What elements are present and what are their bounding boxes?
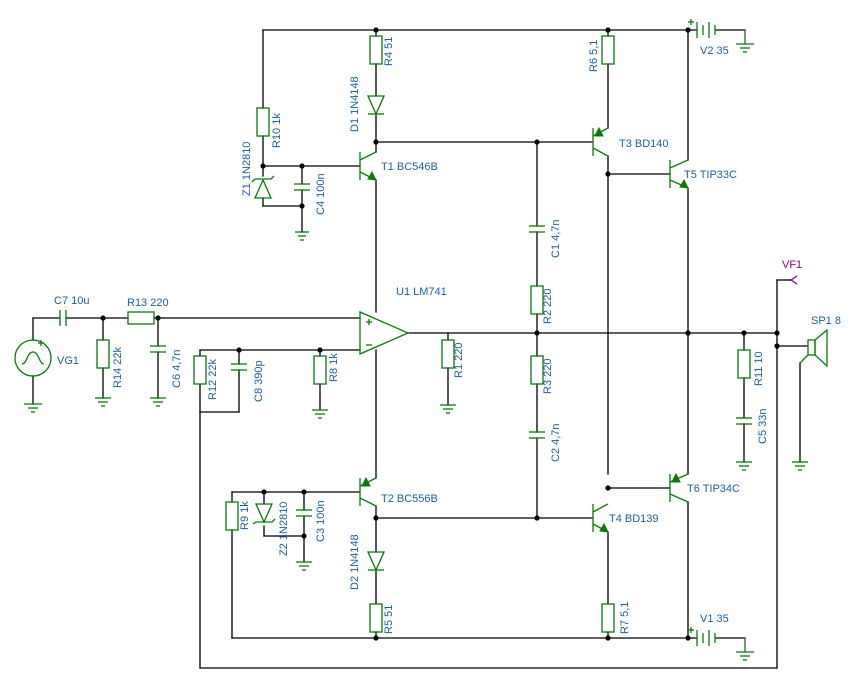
resistor-r5 — [369, 603, 383, 633]
transistors — [359, 126, 689, 533]
label-r3: R3 220 — [542, 359, 554, 394]
label-t1: T1 BC546B — [381, 161, 438, 173]
resistor-r3 — [530, 355, 544, 385]
label-c8: C8 390p — [253, 360, 265, 402]
label-r8: R8 1k — [328, 353, 340, 382]
resistor-r13 — [127, 311, 155, 325]
junction-dots — [100, 27, 780, 641]
label-t3: T3 BD140 — [619, 138, 669, 150]
label-t5: T5 TIP33C — [684, 169, 737, 181]
capacitor-c1 — [529, 225, 545, 233]
capacitor-c5 — [736, 417, 752, 425]
label-r9: R9 1k — [239, 501, 251, 530]
label-z2: Z2 1N2810 — [278, 502, 290, 556]
label-r4: R4 51 — [383, 37, 395, 66]
label-v2: V2 35 — [700, 45, 729, 57]
capacitor-c3 — [296, 509, 312, 517]
labels: R4 51 R6 5,1 V2 35 R10 1k D1 1N4148 T3 B… — [54, 37, 841, 634]
label-c1: C1 4,7n — [550, 219, 562, 258]
voltage-probe-vf1-icon — [790, 275, 798, 285]
label-c5: C5 33n — [757, 409, 769, 444]
ground-icon — [296, 561, 312, 571]
opamp-u1-icon — [359, 311, 410, 355]
transistor-t5-icon — [669, 159, 689, 189]
resistor-r12 — [193, 355, 207, 385]
label-c2: C2 4,7n — [550, 423, 562, 462]
label-r14: R14 22k — [112, 347, 124, 388]
capacitor-c2 — [529, 431, 545, 439]
resistors — [96, 35, 751, 633]
resistor-r14 — [96, 339, 110, 369]
zener-z2-icon — [252, 503, 276, 525]
transistor-t2-icon — [359, 476, 377, 507]
label-r13: R13 220 — [127, 297, 169, 309]
label-r12: R12 22k — [207, 359, 219, 400]
label-t6: T6 TIP34C — [687, 483, 740, 495]
transistor-t3-icon — [592, 126, 609, 157]
wires — [32, 29, 809, 669]
label-r11: R11 10 — [753, 351, 765, 386]
label-r10: R10 1k — [271, 113, 283, 148]
label-c6: C6 4,7n — [171, 349, 183, 388]
battery-v2-icon — [688, 19, 716, 38]
capacitor-c4 — [294, 183, 310, 191]
ground-icon — [312, 409, 328, 419]
transistor-t1-icon — [359, 151, 377, 181]
capacitor-c7 — [59, 310, 67, 326]
resistor-r11 — [737, 349, 751, 379]
ground-icon — [440, 404, 456, 414]
resistor-r1 — [441, 339, 455, 369]
ground-symbols — [24, 30, 808, 661]
label-u1: U1 LM741 — [396, 286, 447, 298]
label-r1: R1 220 — [453, 343, 465, 378]
label-d2: D2 1N4148 — [349, 534, 361, 590]
zener-z1-icon — [251, 175, 275, 199]
diode-d1-icon — [366, 95, 386, 116]
transistor-t6-icon — [669, 472, 689, 503]
ground-icon — [295, 231, 309, 241]
diode-d2-icon — [366, 551, 386, 572]
resistor-r8 — [313, 355, 327, 385]
label-r5: R5 51 — [383, 605, 395, 634]
label-t2: T2 BC556B — [381, 493, 438, 505]
ground-icon — [24, 403, 42, 413]
ground-icon — [150, 397, 166, 407]
capacitor-c8 — [231, 363, 247, 371]
transistor-t4-icon — [592, 503, 609, 533]
resistor-r4 — [369, 35, 383, 65]
label-sp1: SP1 8 — [811, 315, 841, 327]
ground-icon — [792, 461, 808, 471]
capacitors — [59, 183, 752, 517]
label-r7: R7 5,1 — [619, 602, 631, 634]
label-t4: T4 BD139 — [609, 513, 659, 525]
label-r6: R6 5,1 — [588, 40, 600, 72]
label-vf1: VF1 — [782, 259, 802, 271]
ground-icon — [736, 638, 754, 661]
battery-v1-icon — [688, 627, 716, 646]
label-z1: Z1 1N2810 — [241, 142, 253, 196]
diodes — [251, 95, 386, 572]
label-vg1: VG1 — [57, 355, 79, 367]
label-c7: C7 10u — [54, 295, 89, 307]
ground-icon — [95, 397, 111, 407]
signal-source-vg1-icon — [14, 339, 52, 377]
label-c3: C3 100n — [315, 500, 327, 542]
resistor-r7 — [601, 603, 615, 633]
ground-icon — [736, 30, 754, 53]
resistor-r2 — [530, 285, 544, 315]
label-d1: D1 1N4148 — [349, 76, 361, 132]
resistor-r6 — [601, 35, 615, 65]
ground-icon — [736, 461, 752, 471]
speaker-sp1-icon — [799, 328, 828, 368]
label-c4: C4 100n — [315, 173, 327, 215]
resistor-r10 — [256, 107, 270, 137]
label-r2: R2 220 — [542, 289, 554, 324]
capacitor-c6 — [150, 345, 166, 353]
resistor-r9 — [225, 501, 239, 531]
label-v1: V1 35 — [700, 613, 729, 625]
